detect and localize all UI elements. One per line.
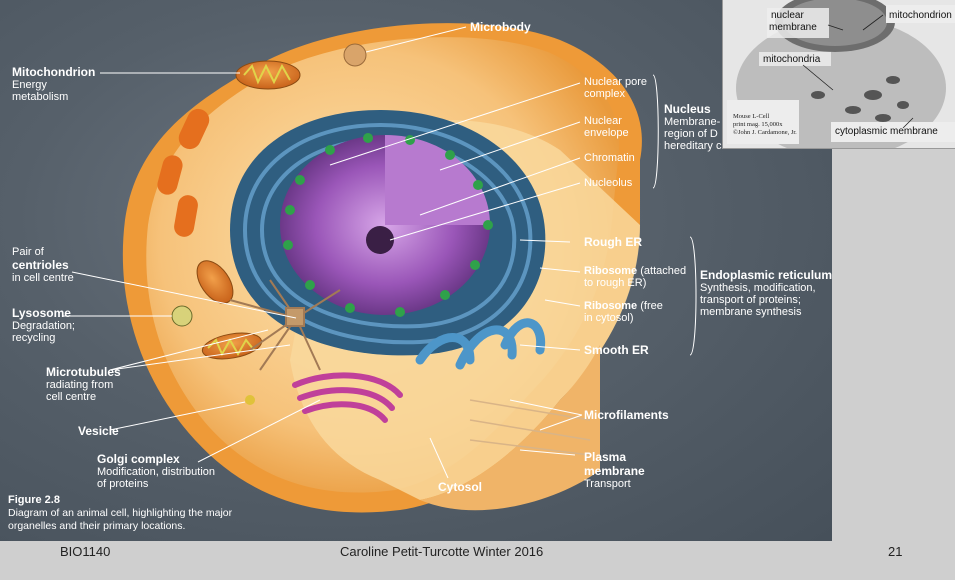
label-mitochondrion-desc2: metabolism xyxy=(12,91,95,103)
label-golgi-desc1: Modification, distribution xyxy=(97,466,215,478)
nucleolus-shape xyxy=(366,226,394,254)
label-lysosome-desc1: Degradation; xyxy=(12,320,75,332)
label-nuclear-pore-line2: complex xyxy=(584,88,647,100)
label-lysosome-desc2: recycling xyxy=(12,332,75,344)
label-golgi-desc2: of proteins xyxy=(97,478,215,490)
inset-label-cytoplasmic-membrane: cytoplasmic membrane xyxy=(835,126,938,137)
label-nuclear-envelope: Nuclear envelope xyxy=(584,115,629,139)
label-chromatin: Chromatin xyxy=(584,152,635,164)
label-microtubules-title: Microtubules xyxy=(46,365,121,379)
label-plasma-desc: Transport xyxy=(584,478,645,490)
label-endoplasmic-reticulum: Endoplasmic reticulum Synthesis, modific… xyxy=(700,268,832,318)
label-plasma-title2: membrane xyxy=(584,464,645,478)
label-ribosome-attached-rest: (attached xyxy=(637,265,686,277)
footer-course: BIO1140 xyxy=(60,544,110,559)
label-mitochondrion-title: Mitochondrion xyxy=(12,65,95,79)
label-golgi-title: Golgi complex xyxy=(97,452,215,466)
label-centrioles-title: centrioles xyxy=(12,258,74,272)
label-smooth-er: Smooth ER xyxy=(584,343,649,357)
label-ribosome-attached: Ribosome (attached to rough ER) xyxy=(584,265,686,289)
label-mitochondrion: Mitochondrion Energy metabolism xyxy=(12,65,95,103)
label-nuclear-envelope-line2: envelope xyxy=(584,127,629,139)
inset-label-mitochondrion: mitochondrion xyxy=(889,10,952,21)
label-plasma-title1: Plasma xyxy=(584,450,645,464)
figure-caption-title: Figure 2.8 xyxy=(8,494,308,507)
label-cytosol: Cytosol xyxy=(438,480,482,494)
label-er-title: Endoplasmic reticulum xyxy=(700,268,832,282)
label-mitochondrion-desc1: Energy xyxy=(12,79,95,91)
label-ribosome-free-title: Ribosome xyxy=(584,300,637,312)
label-ribosome-free: Ribosome (free in cytosol) xyxy=(584,300,663,324)
inset-credit-3: ©John J. Cardamone, Jr. xyxy=(733,129,797,136)
label-er-desc1: Synthesis, modification, xyxy=(700,282,832,294)
inset-label-mitochondria: mitochondria xyxy=(763,54,820,65)
label-ribosome-free-desc: in cytosol) xyxy=(584,312,663,324)
label-microtubules-desc2: cell centre xyxy=(46,391,121,403)
figure-caption: Figure 2.8 Diagram of an animal cell, hi… xyxy=(8,494,308,533)
label-rough-er: Rough ER xyxy=(584,235,642,249)
label-centrioles-desc: in cell centre xyxy=(12,272,74,284)
label-ribosome-attached-desc: to rough ER) xyxy=(584,277,686,289)
label-microtubules: Microtubules radiating from cell centre xyxy=(46,365,121,403)
label-ribosome-free-rest: (free xyxy=(637,300,663,312)
label-microfilaments: Microfilaments xyxy=(584,408,669,422)
label-microbody: Microbody xyxy=(470,20,531,34)
inset-label-membrane: membrane xyxy=(769,22,817,33)
micrograph-inset: nuclear membrane mitochondrion mitochond… xyxy=(722,0,955,149)
footer-author: Caroline Petit-Turcotte Winter 2016 xyxy=(340,544,543,559)
animal-cell-figure: Microbody Mitochondrion Energy metabolis… xyxy=(0,0,832,541)
figure-caption-line1: Diagram of an animal cell, highlighting … xyxy=(8,507,308,520)
label-ribosome-attached-title: Ribosome xyxy=(584,265,637,277)
label-microtubules-desc1: radiating from xyxy=(46,379,121,391)
label-nucleolus: Nucleolus xyxy=(584,177,632,189)
label-centrioles: Pair of centrioles in cell centre xyxy=(12,246,74,284)
inset-credit-2: print mag. 15,000x xyxy=(733,121,782,128)
figure-caption-line2: organelles and their primary locations. xyxy=(8,520,308,533)
vesicle-shape xyxy=(245,395,255,405)
label-centrioles-pre: Pair of xyxy=(12,246,74,258)
inset-label-nuclear: nuclear xyxy=(771,10,804,21)
lysosome-shape xyxy=(172,306,192,326)
inset-credit-1: Mouse L-Cell xyxy=(733,113,769,120)
label-nuclear-pore-line1: Nuclear pore xyxy=(584,76,647,88)
label-plasma-membrane: Plasma membrane Transport xyxy=(584,450,645,490)
label-golgi-complex: Golgi complex Modification, distribution… xyxy=(97,452,215,490)
label-lysosome: Lysosome Degradation; recycling xyxy=(12,306,75,344)
label-vesicle: Vesicle xyxy=(78,424,119,438)
microbody-shape xyxy=(344,44,366,66)
label-lysosome-title: Lysosome xyxy=(12,306,75,320)
label-nuclear-pore-complex: Nuclear pore complex xyxy=(584,76,647,100)
footer-page-number: 21 xyxy=(888,544,902,559)
label-nuclear-envelope-line1: Nuclear xyxy=(584,115,629,127)
label-er-desc2: transport of proteins; xyxy=(700,294,832,306)
label-er-desc3: membrane synthesis xyxy=(700,306,832,318)
